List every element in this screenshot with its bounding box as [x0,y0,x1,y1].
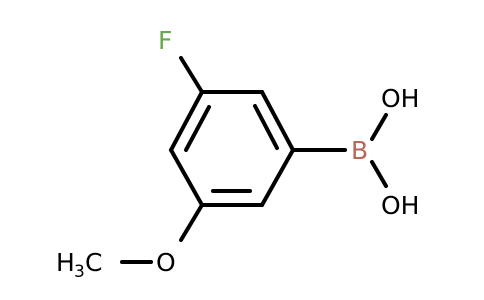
ring-double-bond-upper-left [184,105,211,152]
hydroxyl-bottom-label: OH [381,191,419,220]
ring-bond-upper-left [169,90,204,152]
methyl-label: H 3 C [56,248,102,282]
boron-label: B [351,136,368,165]
bond-ring-oxygen [179,203,204,242]
methyl-h: H [56,248,75,277]
ring-bond-lower-left [169,148,204,207]
ring-bond-lower-right [260,148,295,207]
ring-bond-upper-right [260,90,295,152]
methyl-subscript: 3 [74,262,85,282]
bonds [120,56,388,264]
bond-boron-oh-bottom [370,160,388,188]
bond-ring-fluorine [179,56,204,94]
ring-double-bond-upper-right [253,104,279,150]
methoxy-oxygen-label: O [156,248,176,277]
methyl-c: C [85,248,102,277]
fluorine-label: F [158,26,172,55]
hydroxyl-top-label: OH [381,84,419,113]
bond-boron-oh-top [370,113,388,141]
